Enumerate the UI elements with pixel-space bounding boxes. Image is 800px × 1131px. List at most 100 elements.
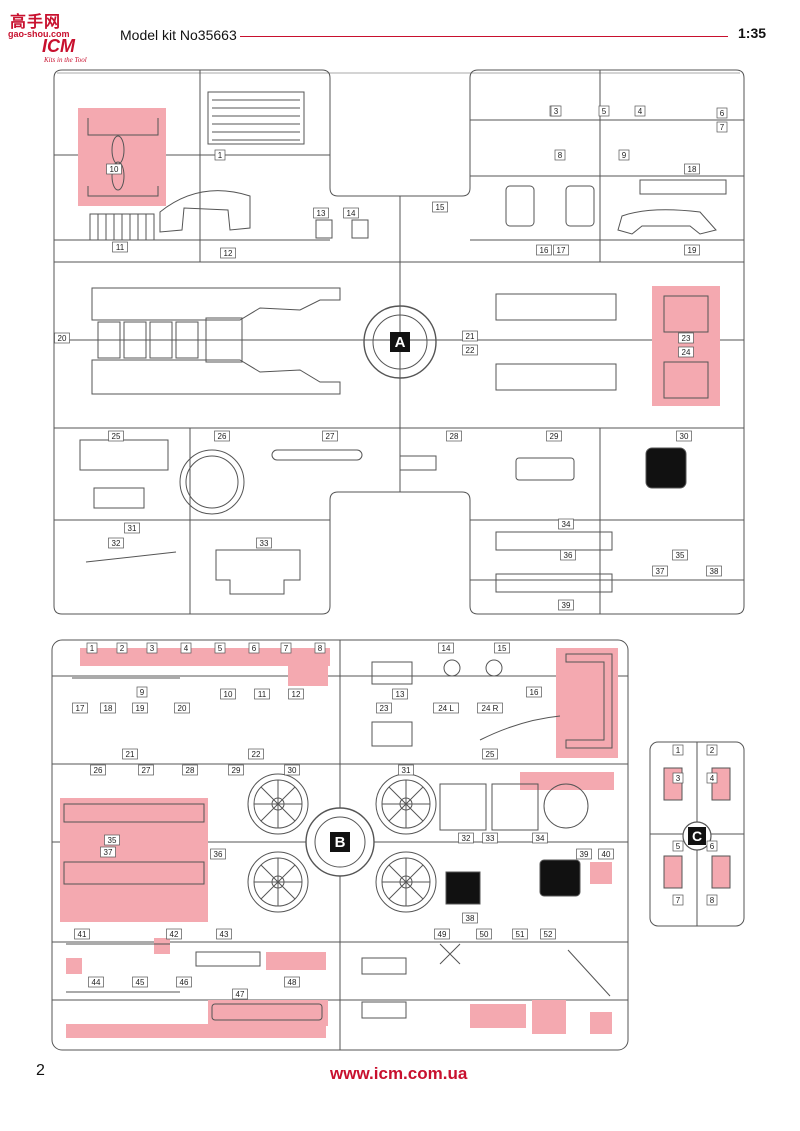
part-number-label: 17 <box>76 704 85 713</box>
part-tag-b-6: 6 <box>248 642 260 654</box>
part-b-16 <box>479 715 561 741</box>
highlight-b-51-52 <box>532 1000 566 1034</box>
part-number-label: 34 <box>562 520 571 529</box>
part-number-label: 5 <box>218 644 223 653</box>
part-tag-c-3: 3 <box>672 772 684 784</box>
part-tag-a-8: 8 <box>554 149 566 161</box>
header-rule <box>240 36 728 37</box>
icm-logo[interactable]: 高手网 gao-shou.com ICM Kits in the Tool <box>6 8 98 66</box>
part-tag-a-32: 32 <box>108 537 124 549</box>
website-link[interactable]: www.icm.com.ua <box>330 1064 468 1083</box>
part-tag-a-20: 20 <box>54 332 70 344</box>
part-number-label: 23 <box>380 704 389 713</box>
part-tag-a-6: 6 <box>716 107 728 119</box>
part-tag-box <box>182 764 198 776</box>
part-tag-b-17: 17 <box>72 702 88 714</box>
part-tag-b-50: 50 <box>476 928 492 940</box>
part-number-label: 44 <box>92 978 101 987</box>
part-number-label: 14 <box>347 209 356 218</box>
part-number-label: 8 <box>710 896 715 905</box>
part-tag-box <box>532 832 548 844</box>
part-tag-box <box>210 848 226 860</box>
part-tag-box <box>672 772 684 784</box>
part-tag-b-31: 31 <box>398 764 414 776</box>
part-number-label: 18 <box>104 704 113 713</box>
part-tag-box <box>678 346 694 358</box>
highlight-b-35 <box>66 958 82 974</box>
part-tag-b-44: 44 <box>88 976 104 988</box>
part-number-label: 29 <box>550 432 559 441</box>
part-number-label: 27 <box>326 432 335 441</box>
part-tag-box <box>288 688 304 700</box>
part-number-label: 46 <box>180 978 189 987</box>
part-b-31-radiator <box>445 871 481 905</box>
part-number-label: 13 <box>396 690 405 699</box>
part-tag-b-38: 38 <box>462 912 478 924</box>
part-number-label: 19 <box>688 246 697 255</box>
part-tag-box <box>214 430 230 442</box>
part-number-label: 40 <box>602 850 611 859</box>
page-number: 2 <box>36 1062 45 1079</box>
part-tag-b-24r: 24 R <box>477 702 503 714</box>
part-tag-box <box>72 702 88 714</box>
part-tag-a-25: 25 <box>108 430 124 442</box>
highlight-b-33 <box>590 862 612 884</box>
part-tag-a-19: 19 <box>684 244 700 256</box>
sprue-b-hub-inner <box>314 816 366 868</box>
part-number-label: 25 <box>112 432 121 441</box>
part-tag-box <box>462 912 478 924</box>
part-tag-box <box>706 894 718 906</box>
part-tag-b-30: 30 <box>284 764 300 776</box>
part-tag-box <box>106 163 122 175</box>
highlight-a-22-24 <box>652 286 720 406</box>
part-b-37 <box>195 951 261 967</box>
part-tag-b-25: 25 <box>482 748 498 760</box>
part-tag-b-37: 37 <box>100 846 116 858</box>
part-number-label: 41 <box>78 930 87 939</box>
part-tag-a-7: 7 <box>716 121 728 133</box>
part-tag-box <box>216 928 232 940</box>
part-tag-b-34: 34 <box>532 832 548 844</box>
part-tag-a-22: 22 <box>462 344 478 356</box>
part-tag-box <box>540 928 556 940</box>
part-number-label: 6 <box>710 842 715 851</box>
part-number-label: 8 <box>318 644 323 653</box>
part-number-label: 50 <box>480 930 489 939</box>
part-a-36 <box>495 573 613 593</box>
part-a-34 <box>495 531 613 551</box>
part-tag-b-21: 21 <box>122 748 138 760</box>
part-tag-b-10: 10 <box>220 688 236 700</box>
part-tag-box <box>672 894 684 906</box>
highlight-b-39 <box>266 952 326 970</box>
part-tag-box <box>432 201 448 213</box>
highlight-b-17 <box>556 648 618 758</box>
highlight-b-20-29 <box>60 798 208 922</box>
sprue-c-letter: C <box>692 828 702 844</box>
part-number-label: 27 <box>142 766 151 775</box>
part-tag-b-4: 4 <box>180 642 192 654</box>
part-tag-b-33: 33 <box>482 832 498 844</box>
part-tag-b-27: 27 <box>138 764 154 776</box>
part-tag-b-24l: 24 L <box>433 702 459 714</box>
part-tag-box <box>256 537 272 549</box>
part-tag-a-1: 1 <box>214 149 226 161</box>
part-b-38-block <box>361 957 407 975</box>
part-tag-box <box>100 702 116 714</box>
highlight-a-10 <box>78 108 166 206</box>
part-tag-box <box>313 207 329 219</box>
part-number-label: 12 <box>224 249 233 258</box>
part-number-label: 33 <box>260 539 269 548</box>
part-number-label: 2 <box>120 644 125 653</box>
logo-domain: gao-shou.com <box>8 29 70 39</box>
part-number-label: 1 <box>676 746 681 755</box>
part-tag-a-10: 10 <box>106 163 122 175</box>
part-tag-b-51: 51 <box>512 928 528 940</box>
part-tag-b-3: 3 <box>146 642 158 654</box>
part-number-label: 30 <box>288 766 297 775</box>
part-tag-a-3: 3 <box>550 105 562 117</box>
part-number-label: 4 <box>638 107 643 116</box>
part-tag-box <box>248 642 260 654</box>
part-a-26-wheel-rim <box>179 449 245 515</box>
part-number-label: 28 <box>450 432 459 441</box>
part-tag-box <box>558 518 574 530</box>
